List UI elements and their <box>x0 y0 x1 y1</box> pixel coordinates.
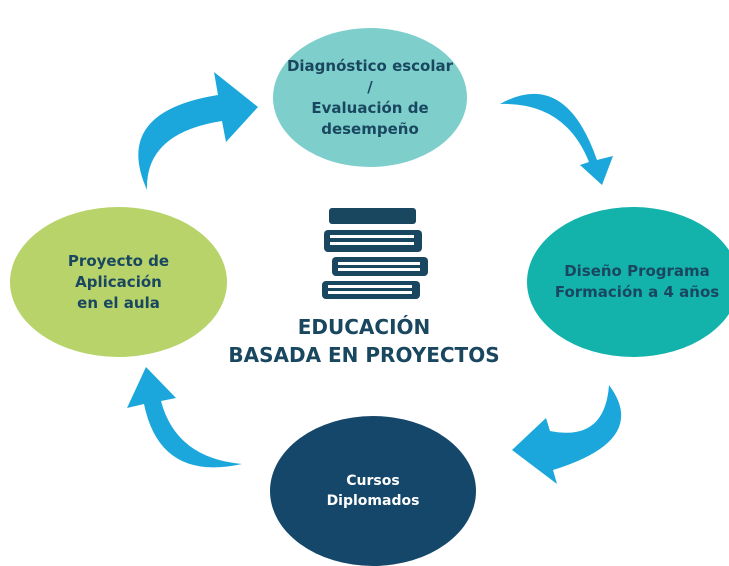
center-title-line-1: EDUCACIÓN <box>297 315 431 339</box>
node-diseno-line-2: Formación a 4 años <box>554 283 720 301</box>
node-proyecto-line-1: Proyecto de <box>67 251 170 270</box>
node-diagnostico: Diagnóstico escolar / Evaluación de dese… <box>273 28 467 167</box>
node-diagnostico-line-2: / <box>367 77 373 96</box>
center-title-line-2: BASADA EN PROYECTOS <box>228 343 500 367</box>
node-proyecto-line-2: Aplicación <box>75 272 162 291</box>
node-proyecto-line-3: en el aula <box>77 293 160 312</box>
arrow-top-to-right <box>500 93 613 185</box>
center-title: EDUCACIÓN BASADA EN PROYECTOS <box>214 313 514 369</box>
node-cursos-line-1: Cursos <box>346 473 400 489</box>
node-diseno-line-1: Diseño Programa <box>564 262 710 280</box>
node-diagnostico-line-3: Evaluación de <box>311 98 429 117</box>
node-diagnostico-line-4: desempeño <box>321 119 419 138</box>
node-diagnostico-line-1: Diagnóstico escolar <box>286 56 454 75</box>
books-icon <box>322 208 428 299</box>
node-cursos: Cursos Diplomados <box>270 416 476 566</box>
arrow-left-to-top <box>138 72 258 190</box>
node-cursos-line-2: Diplomados <box>326 493 420 509</box>
arrow-right-to-bottom <box>512 385 622 484</box>
node-diseno-programa: Diseño Programa Formación a 4 años <box>527 207 729 357</box>
node-proyecto-aplicacion: Proyecto de Aplicación en el aula <box>10 207 227 357</box>
cycle-arrows <box>127 72 622 484</box>
arrow-bottom-to-left <box>127 367 242 468</box>
